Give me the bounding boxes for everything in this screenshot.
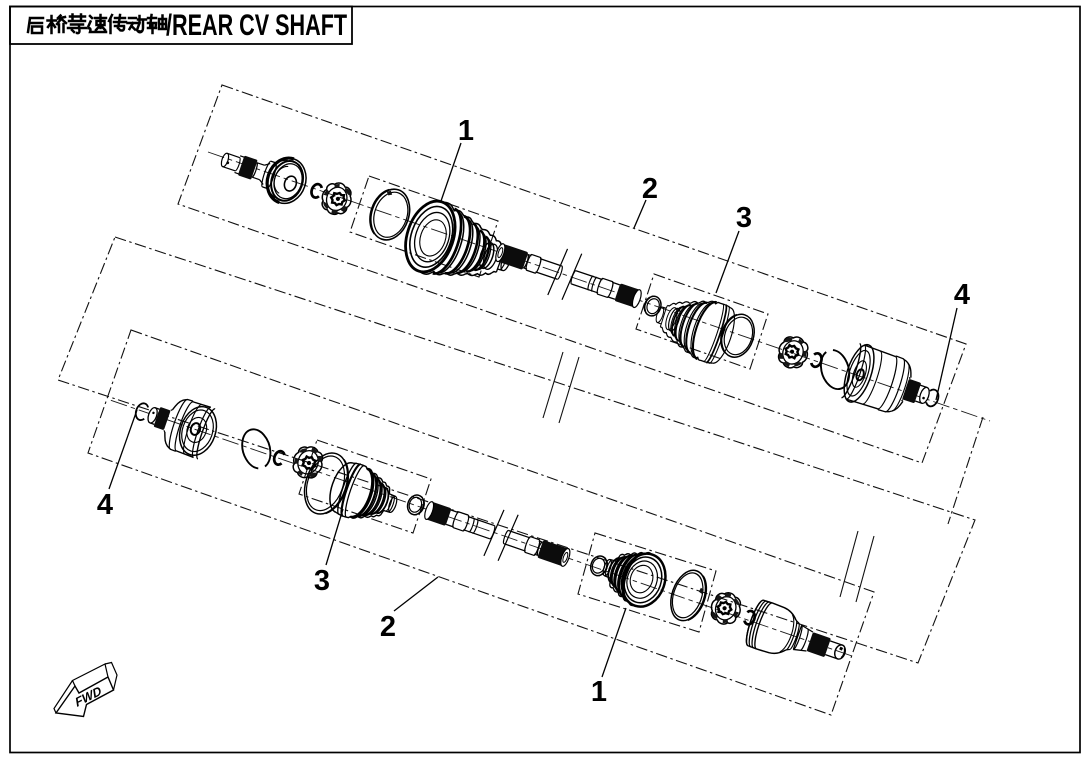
svg-text:2: 2	[380, 611, 396, 643]
svg-text:3: 3	[736, 202, 752, 234]
svg-text:1: 1	[458, 115, 474, 147]
svg-text:1: 1	[591, 676, 607, 708]
svg-text:2: 2	[642, 173, 658, 205]
svg-text:4: 4	[954, 279, 970, 311]
svg-text:/REAR CV SHAFT: /REAR CV SHAFT	[166, 7, 347, 41]
svg-text:3: 3	[314, 565, 330, 597]
svg-text:4: 4	[97, 489, 113, 521]
